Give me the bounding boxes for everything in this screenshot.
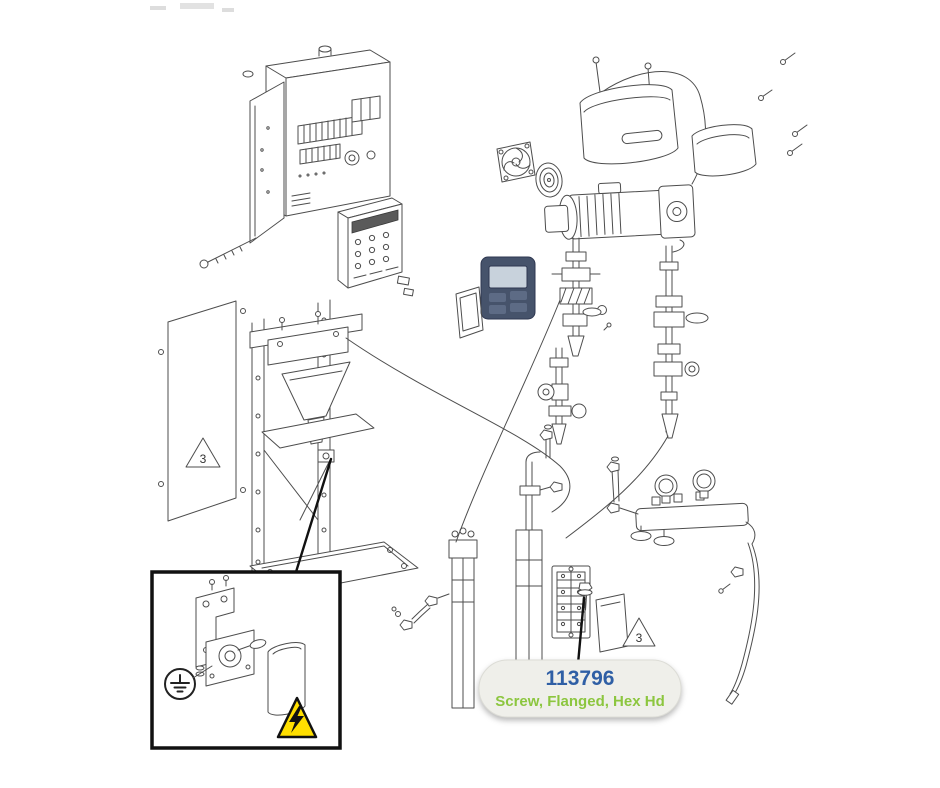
callout-bubble: [478, 659, 682, 718]
heater-column-right: [515, 424, 563, 699]
warning-label-right: 3: [636, 631, 643, 645]
keypad-module: [337, 197, 414, 297]
warning-triangle-icon: 3: [622, 617, 656, 647]
crop-artifacts: [150, 3, 234, 12]
ground-symbol-icon: [164, 665, 213, 700]
inlet-grille: [535, 162, 563, 198]
cables: [345, 299, 669, 543]
drain-hose: [725, 542, 760, 705]
motor-bolts: [592, 56, 707, 185]
heater-column-left: [391, 527, 478, 709]
frame-stand: [249, 299, 419, 595]
cover-plate: [595, 593, 629, 653]
lower-valve-assembly: [537, 347, 587, 445]
fluid-manifold: [606, 456, 760, 705]
electrical-hazard-icon: [276, 696, 318, 739]
right-valve-assembly: [653, 239, 709, 439]
display-module: [480, 256, 536, 320]
display-gasket: [455, 286, 484, 339]
blower-cover: [579, 84, 679, 165]
part-callout: 113796 Screw, Flanged, Hex Hd: [478, 596, 682, 718]
flanged-hex-screw: [577, 582, 593, 611]
warning-label-left: 3: [200, 452, 207, 466]
callout-part-name: Screw, Flanged, Hex Hd: [495, 693, 665, 710]
center-valve-assembly: [551, 237, 612, 357]
cooling-fan: [496, 141, 536, 183]
callout-part-number: 113796: [546, 667, 615, 690]
left-side-panel: 3: [158, 300, 246, 522]
cover-screws: [758, 52, 808, 156]
mounting-bolt: [199, 237, 257, 269]
warning-triangle-icon: 3: [185, 437, 221, 468]
ground-detail-inset: [150, 457, 342, 750]
pressure-gauge-left: [654, 474, 678, 504]
pressure-gauge-right: [692, 469, 716, 499]
side-cover: [691, 124, 757, 177]
blower-motor-assembly: [544, 182, 696, 240]
electrical-cabinet: [242, 45, 391, 244]
